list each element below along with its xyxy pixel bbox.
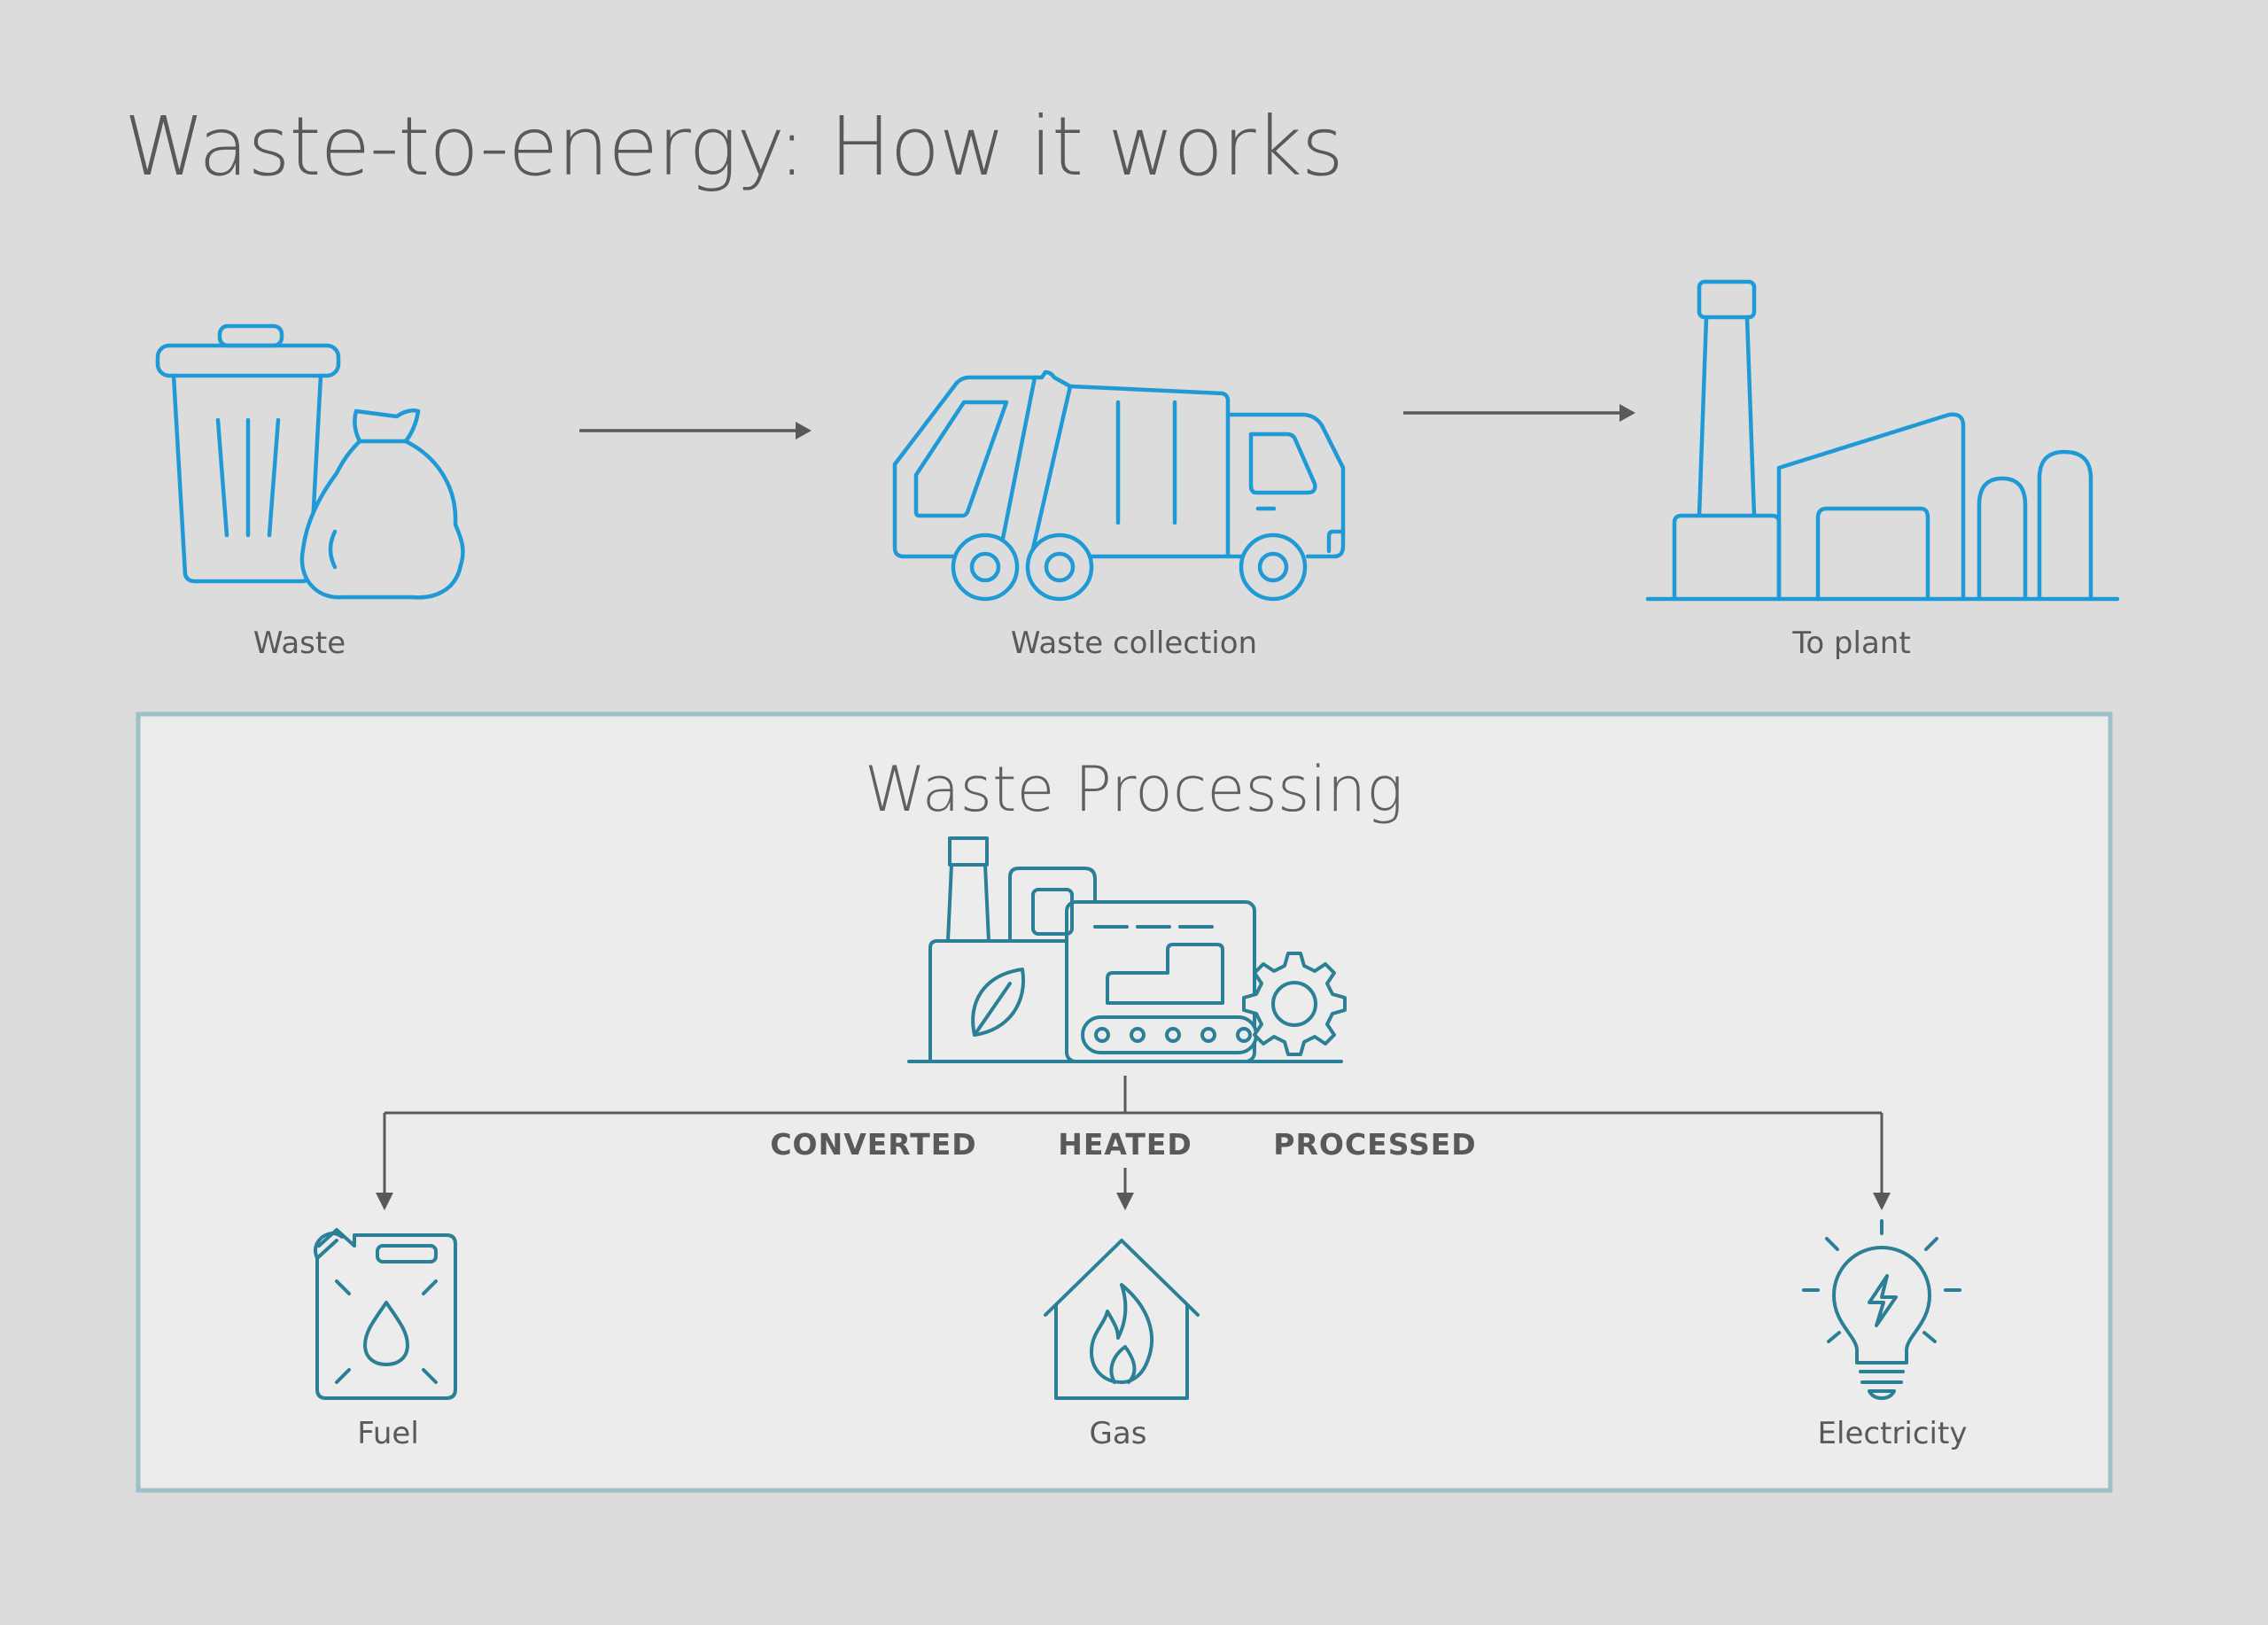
page-title: Waste-to-energy: How it works: [124, 99, 1344, 194]
output-label-gas: Gas: [1089, 1416, 1147, 1451]
step-label-heated: HEATED: [1058, 1127, 1192, 1162]
garbage-truck-icon: [892, 369, 1346, 602]
step-label-processed: PROCESSED: [1273, 1127, 1477, 1162]
fuel-canister-icon: [314, 1228, 457, 1400]
flow-arrow-1: [579, 422, 812, 439]
step-label-converted: CONVERTED: [770, 1127, 977, 1162]
lightbulb-icon: [1802, 1219, 1961, 1400]
gas-house-icon: [1044, 1239, 1200, 1400]
processing-title: Waste Processing: [864, 753, 1404, 826]
flow-arrow-2: [1403, 404, 1635, 422]
connector-lines: [376, 1076, 1891, 1210]
output-label-fuel: Fuel: [357, 1416, 419, 1451]
garbage-bag-icon: [299, 408, 465, 600]
power-plant-icon: [1645, 279, 2120, 602]
processing-facility-icon: [907, 836, 1347, 1063]
stage-label-waste: Waste: [252, 626, 346, 661]
stage-label-plant: To plant: [1792, 626, 1911, 661]
output-label-electricity: Electricity: [1817, 1416, 1968, 1451]
stage-label-collection: Waste collection: [1010, 626, 1258, 661]
